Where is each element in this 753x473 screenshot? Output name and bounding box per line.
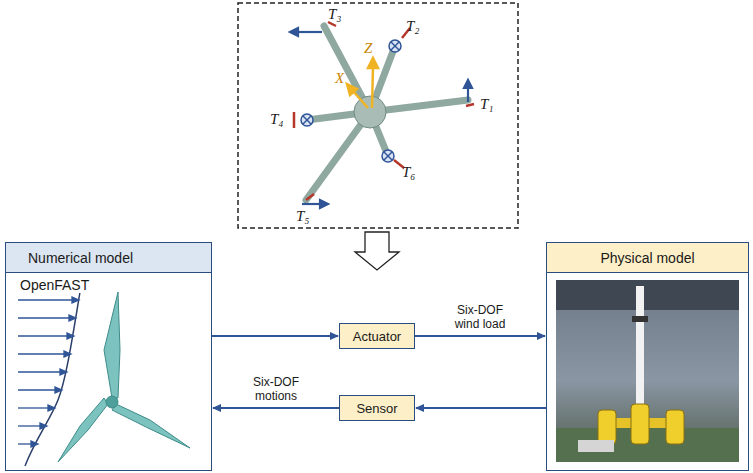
dashed-frame — [238, 3, 518, 228]
edge-label: Six-DOF motions — [238, 375, 314, 403]
physical-model-panel: Physical model — [546, 242, 749, 471]
cross-markers — [301, 40, 401, 162]
edge-label: Six-DOF wind load — [442, 303, 518, 331]
coordinate-axes — [347, 58, 378, 108]
panel-header-fill — [546, 242, 749, 272]
thrust-label: T₅ — [296, 208, 310, 225]
actuator-box: Actuator — [339, 323, 415, 349]
connector-arrow — [213, 407, 339, 409]
panel-header-fill — [5, 242, 212, 272]
thrust-label: T₆ — [402, 164, 416, 181]
connector-arrow — [212, 335, 338, 337]
turbine-rotor — [58, 292, 190, 462]
platform-hub — [354, 96, 386, 128]
connector-arrow — [415, 335, 545, 337]
sensor-box: Sensor — [339, 395, 415, 421]
numerical-model-panel: Numerical modelOpenFAST — [5, 242, 212, 471]
thrust-label: T₂ — [406, 18, 420, 35]
box-label: Actuator — [353, 329, 401, 344]
thrust-label: T₁ — [480, 96, 494, 113]
thrust-label: T₃ — [328, 6, 342, 23]
connector-arrow — [416, 407, 546, 409]
flow-arrow — [355, 232, 399, 270]
platform-plan — [306, 26, 468, 200]
tool-name: OpenFAST — [20, 277, 89, 293]
panel-heading: Physical model — [547, 243, 748, 273]
axis-label: Z — [364, 40, 372, 57]
thrust-label: T₄ — [270, 111, 284, 128]
wind-profile — [18, 292, 80, 466]
panel-heading: Numerical model — [6, 243, 211, 273]
physical-model-photo — [556, 280, 739, 462]
thrust-arrows — [290, 28, 472, 208]
axis-label: X — [335, 70, 344, 87]
box-label: Sensor — [356, 401, 397, 416]
thrust-bars — [294, 22, 474, 200]
